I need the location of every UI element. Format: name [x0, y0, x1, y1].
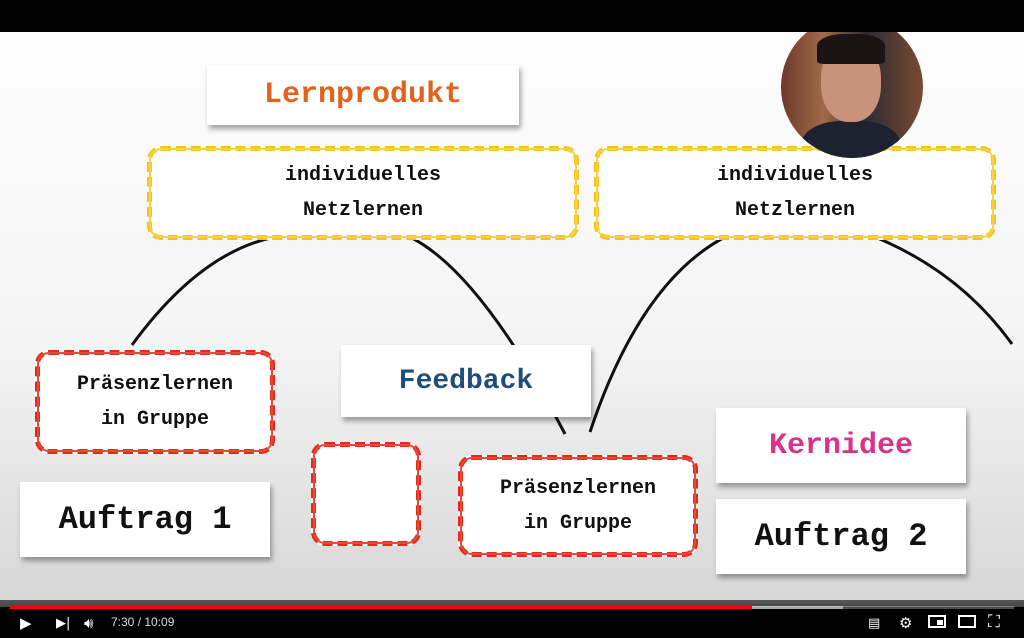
- praesenzlernen-2-line2: in Gruppe: [523, 512, 633, 535]
- theater-icon[interactable]: [958, 615, 976, 628]
- kernidee-card: Kernidee: [716, 408, 966, 483]
- netzlernen-2-line1: individuelles: [716, 164, 874, 187]
- praesenzlernen-1-line2: in Gruppe: [100, 408, 210, 431]
- empty-red-box: [311, 442, 421, 546]
- netzlernen-1-line2: Netzlernen: [302, 199, 424, 222]
- lernprodukt-card: Lernprodukt: [207, 65, 519, 125]
- presenter-webcam: [781, 32, 923, 158]
- progress-fill: [10, 606, 752, 609]
- volume-icon[interactable]: 🔊︎: [84, 614, 94, 632]
- miniplayer-icon[interactable]: [928, 615, 946, 628]
- play-icon[interactable]: ▶: [20, 614, 32, 632]
- next-icon[interactable]: ▶|: [56, 616, 71, 631]
- settings-icon[interactable]: ⚙: [899, 614, 913, 632]
- netzlernen-2-line2: Netzlernen: [734, 199, 856, 222]
- fullscreen-icon[interactable]: ⛶: [988, 612, 1000, 632]
- netzlernen-1-line1: individuelles: [284, 164, 442, 187]
- feedback-card: Feedback: [341, 345, 591, 417]
- praesenzlernen-1-line1: Präsenzlernen: [76, 373, 234, 396]
- praesenzlernen-2-line1: Präsenzlernen: [499, 477, 657, 500]
- subtitles-icon[interactable]: ▤: [868, 616, 881, 631]
- time-display: 7:30 / 10:09: [111, 615, 175, 629]
- progress-bar[interactable]: [10, 606, 1014, 609]
- praesenzlernen-box-1: Präsenzlernen in Gruppe: [35, 350, 275, 454]
- auftrag-1-card: Auftrag 1: [20, 482, 270, 557]
- auftrag-2-card: Auftrag 2: [716, 499, 966, 574]
- praesenzlernen-box-2: Präsenzlernen in Gruppe: [458, 455, 698, 557]
